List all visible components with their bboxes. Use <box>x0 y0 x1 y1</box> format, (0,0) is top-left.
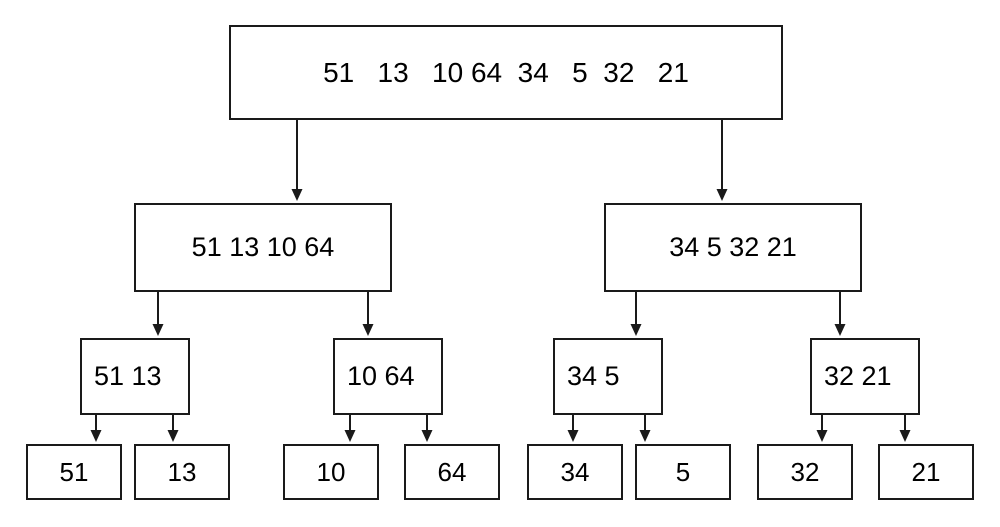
arrowhead-icon <box>834 324 846 336</box>
node-leaf-13: 13 <box>134 444 230 500</box>
node-root: 51 13 10 64 34 5 32 21 <box>229 25 783 120</box>
arrowhead-icon <box>152 324 164 336</box>
arrowhead-icon <box>630 324 642 336</box>
edge-arrow <box>816 415 828 442</box>
node-l2-right: 34 5 32 21 <box>604 203 862 292</box>
node-l3-a: 51 13 <box>80 338 190 415</box>
node-label: 64 <box>437 457 467 487</box>
node-label: 51 13 10 64 34 5 32 21 <box>323 56 689 88</box>
node-label: 32 <box>790 457 820 487</box>
node-label: 21 <box>911 457 941 487</box>
arrowhead-icon <box>816 430 828 442</box>
node-label: 34 5 32 21 <box>669 232 797 262</box>
node-l3-c: 34 5 <box>553 338 663 415</box>
node-label: 34 5 <box>567 361 620 391</box>
arrowhead-icon <box>716 189 728 201</box>
arrowhead-icon <box>899 430 911 442</box>
node-l2-left: 51 13 10 64 <box>134 203 392 292</box>
node-label: 5 <box>675 457 691 487</box>
edge-arrow <box>167 415 179 442</box>
node-leaf-51: 51 <box>26 444 122 500</box>
node-label: 34 <box>560 457 590 487</box>
edge-arrow <box>630 292 642 336</box>
node-leaf-21: 21 <box>878 444 974 500</box>
node-leaf-34: 34 <box>527 444 623 500</box>
node-label: 51 13 <box>94 361 162 391</box>
arrowhead-icon <box>362 324 374 336</box>
arrowhead-icon <box>421 430 433 442</box>
node-leaf-64: 64 <box>404 444 500 500</box>
node-label: 13 <box>167 457 197 487</box>
edge-arrow <box>421 415 433 442</box>
arrowhead-icon <box>567 430 579 442</box>
edge-arrow <box>899 415 911 442</box>
node-leaf-32: 32 <box>757 444 853 500</box>
node-label: 51 13 10 64 <box>191 232 335 262</box>
edge-arrow <box>834 292 846 336</box>
node-l3-b: 10 64 <box>333 338 443 415</box>
node-l3-d: 32 21 <box>810 338 920 415</box>
arrowhead-icon <box>291 189 303 201</box>
arrowhead-icon <box>90 430 102 442</box>
node-label: 51 <box>59 457 89 487</box>
node-label: 32 21 <box>824 361 892 391</box>
edge-arrow <box>90 415 102 442</box>
arrowhead-icon <box>167 430 179 442</box>
node-label: 10 64 <box>347 361 415 391</box>
edge-arrow <box>567 415 579 442</box>
edge-arrow <box>716 120 728 201</box>
edge-arrow <box>639 415 651 442</box>
edge-arrow <box>362 292 374 336</box>
arrowhead-icon <box>344 430 356 442</box>
edge-arrow <box>291 120 303 201</box>
node-label: 10 <box>316 457 346 487</box>
arrowhead-icon <box>639 430 651 442</box>
edge-arrow <box>344 415 356 442</box>
node-leaf-5: 5 <box>635 444 731 500</box>
edge-arrow <box>152 292 164 336</box>
node-leaf-10: 10 <box>283 444 379 500</box>
